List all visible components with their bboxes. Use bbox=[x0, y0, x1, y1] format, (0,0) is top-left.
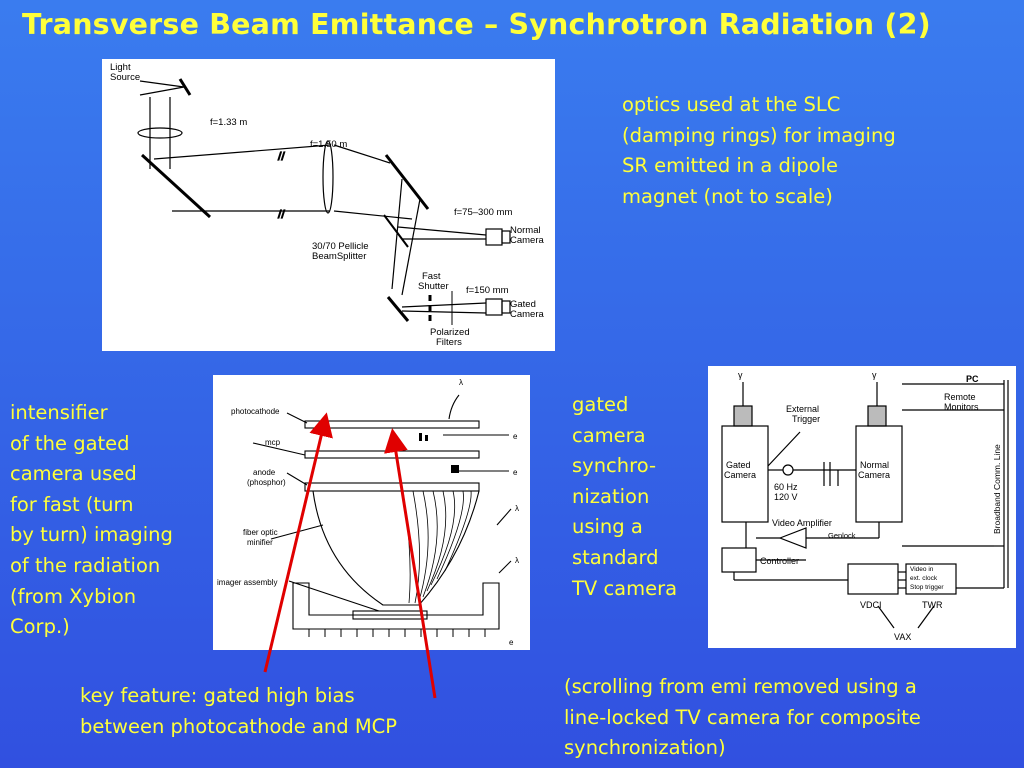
scrolling-caption: (scrolling from emi removed using a line… bbox=[564, 675, 921, 760]
controller-label: Controller bbox=[760, 556, 799, 566]
lambda-label-2: λ bbox=[515, 504, 519, 513]
lambda-label-3: λ bbox=[515, 556, 519, 565]
key-feature-caption: key feature: gated high bias between pho… bbox=[80, 684, 398, 738]
e-label-2: e bbox=[513, 468, 518, 477]
pc-label: PC bbox=[966, 374, 979, 384]
intensifier-diagram: photocathode mcp anode(phosphor) fiber o… bbox=[213, 375, 530, 650]
f3-label: f=75–300 mm bbox=[454, 207, 512, 218]
svg-text://: // bbox=[278, 151, 285, 162]
gamma-label-2: γ bbox=[872, 370, 877, 380]
broadband-label: Broadband Comm. Line bbox=[992, 444, 1002, 534]
f2-label: f=1.50 m bbox=[310, 139, 347, 150]
slide-title: Transverse Beam Emittance – Synchrotron … bbox=[22, 8, 931, 41]
optics-caption: optics used at the SLC (damping rings) f… bbox=[622, 93, 896, 208]
vax-label: VAX bbox=[894, 632, 911, 642]
f4-label: f=150 mm bbox=[466, 285, 509, 296]
vdci-label: VDCI bbox=[860, 600, 882, 610]
mcp-label: mcp bbox=[265, 438, 281, 447]
gamma-label-1: γ bbox=[738, 370, 743, 380]
sync-caption: gated camera synchro- nization using a s… bbox=[572, 393, 678, 600]
f1-label: f=1.33 m bbox=[210, 117, 247, 128]
twr-label: TWR bbox=[922, 600, 943, 610]
svg-text://: // bbox=[278, 209, 285, 220]
video-amp-label: Video Amplifier bbox=[772, 518, 832, 528]
e-label-3: e bbox=[509, 638, 514, 647]
intensifier-caption: intensifier of the gated camera used for… bbox=[10, 401, 173, 639]
photocathode-label: photocathode bbox=[231, 407, 280, 416]
e-label-1: e bbox=[513, 432, 518, 441]
anode-label: anode(phosphor) bbox=[247, 468, 286, 487]
imager-label: imager assembly bbox=[217, 578, 277, 587]
lambda-label-1: λ bbox=[459, 378, 463, 387]
genlock-label: Genlock bbox=[828, 531, 856, 540]
